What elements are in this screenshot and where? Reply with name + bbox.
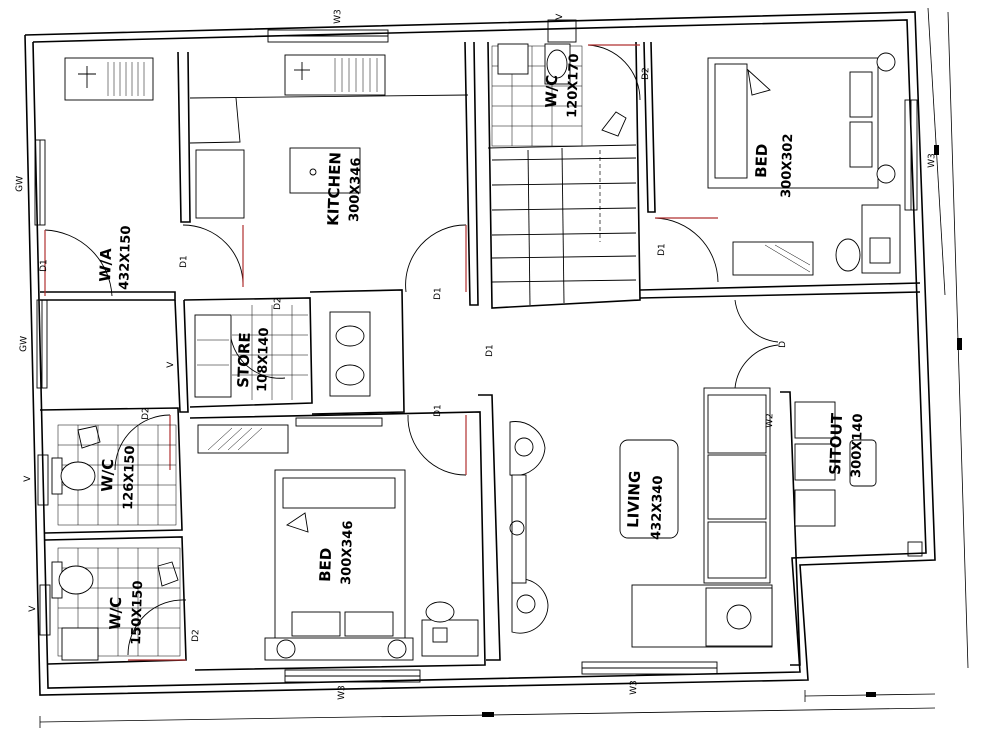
kitchen-size: 300X346 <box>347 157 364 222</box>
tag-v-store: V <box>166 361 176 368</box>
store-size: 108X140 <box>255 327 272 392</box>
tag-gw-lower: GW <box>19 336 30 352</box>
tag-w3-right: W3 <box>927 153 938 168</box>
wc-left-lower-name: W/C <box>106 596 125 630</box>
wash-area-size: 432X150 <box>117 225 134 290</box>
wash-area-name: W/A <box>96 248 115 283</box>
bed-bottom-size: 300X346 <box>339 520 356 585</box>
living-size: 432X340 <box>649 475 666 540</box>
tag-d1-kitchen: D1 <box>179 255 189 268</box>
living-name: LIVING <box>624 470 644 528</box>
wc-top-size: 120X170 <box>565 53 582 118</box>
wc-left-lower-size: 150X150 <box>129 580 146 645</box>
store-name: STORE <box>234 332 254 388</box>
sitout-name: SITOUT <box>826 412 846 475</box>
wc-left-upper-size: 126X150 <box>121 445 138 510</box>
tag-w3-top: W3 <box>333 9 344 24</box>
dimension-lines <box>39 7 969 728</box>
tag-v-wc-upper: V <box>23 475 33 482</box>
outer-walls <box>24 11 936 696</box>
tag-gw-upper: GW <box>15 176 26 192</box>
kitchen-name: KITCHEN <box>324 152 345 226</box>
tag-d-entrance: D <box>778 341 788 348</box>
room-labels: KITCHEN 300X346 W/A 432X150 W/C 120X170 … <box>96 53 866 645</box>
doors <box>44 44 779 661</box>
tag-d1-living: D1 <box>485 344 495 357</box>
tag-d2-store: D2 <box>273 297 283 310</box>
bed-top-name: BED <box>752 143 771 178</box>
opening-tags: W3 V GW GW D1 D1 D2 W3 D1 D2 D1 D1 D V D… <box>15 9 938 700</box>
tag-d2-wc-upper: D2 <box>141 407 151 420</box>
tag-d1-passage: D1 <box>433 287 443 300</box>
tag-d1-wash: D1 <box>39 259 49 272</box>
fixtures <box>51 43 923 661</box>
tag-v-wc-lower: V <box>28 605 38 612</box>
tag-d1-bed-bottom: D1 <box>433 404 443 417</box>
tag-w3-bottom-right: W3 <box>629 680 640 695</box>
bed-bottom-name: BED <box>316 547 335 582</box>
bed-top-size: 300X302 <box>779 133 796 198</box>
tag-d2-wc-top: D2 <box>641 67 651 80</box>
tag-d2-wc-lower: D2 <box>191 629 201 642</box>
tag-v-top: V <box>555 13 565 20</box>
tag-d1-bed-top: D1 <box>657 243 667 256</box>
sitout-size: 300X140 <box>849 413 866 478</box>
wc-top-name: W/C <box>542 74 561 108</box>
tag-w3-bottom-left: W3 <box>337 685 348 700</box>
wc-left-upper-name: W/C <box>98 458 117 492</box>
windows <box>34 19 918 683</box>
tag-w2: W2 <box>765 413 776 428</box>
interior-walls <box>39 41 921 671</box>
